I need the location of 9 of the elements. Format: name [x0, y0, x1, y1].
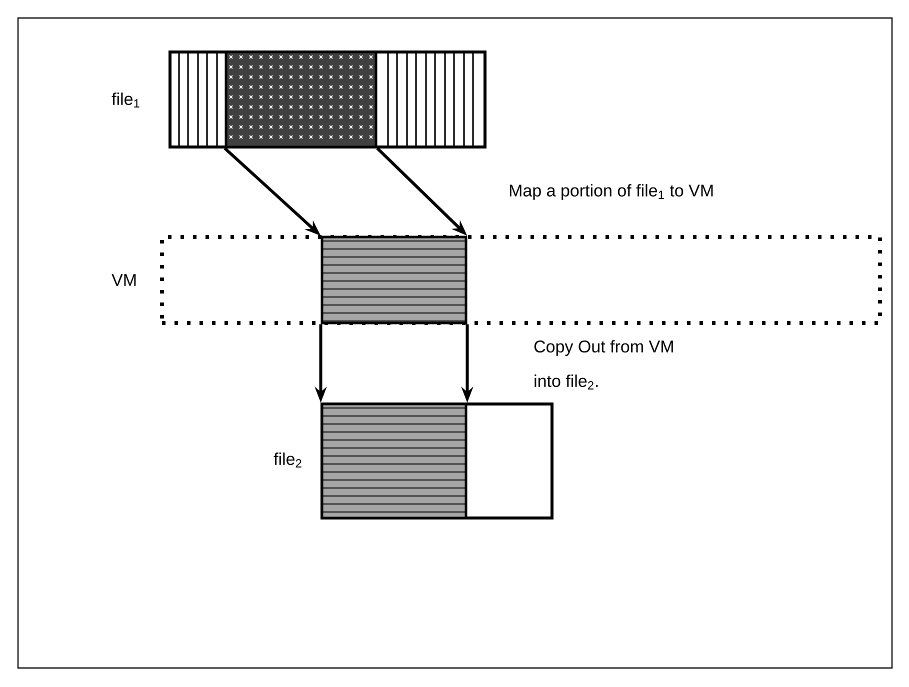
note: Copy Out from VM [534, 340, 673, 356]
note: into file$_{2}$. [534, 374, 598, 390]
highlighted-segment [320, 402, 468, 520]
note: Map a portion of file$_{1}$ to VM [510, 184, 713, 200]
highlighted-segment [224, 50, 378, 148]
node-label: file$_{2}$ [274, 452, 302, 468]
node-label: VM [112, 274, 136, 286]
node-label: file$_{1}$ [112, 92, 140, 108]
highlighted-segment [320, 236, 468, 324]
